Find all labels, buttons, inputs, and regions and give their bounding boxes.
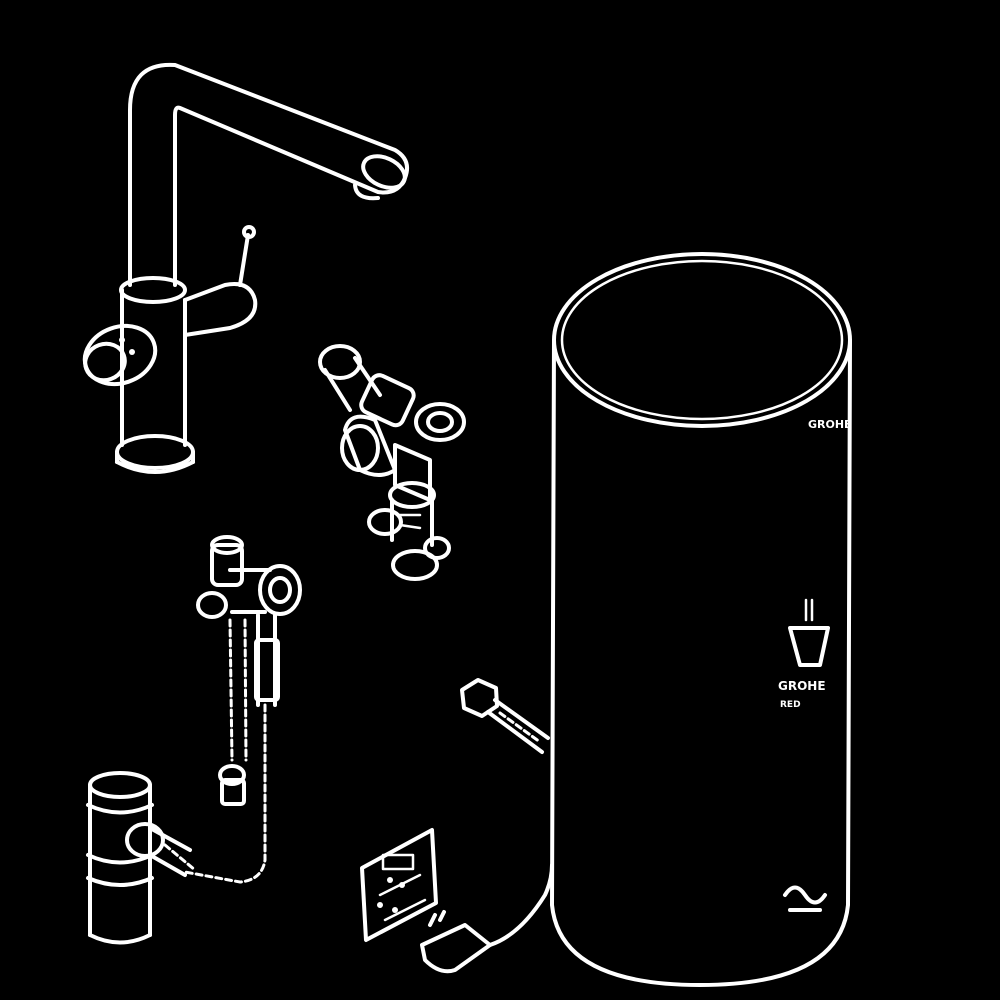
boiler-tank: GROHE GROHE RED <box>550 252 852 987</box>
power-plug <box>420 863 554 974</box>
drilling-template <box>360 828 438 942</box>
brand-text-top: GROHE <box>808 418 852 431</box>
badge-sub-text: RED <box>780 700 801 710</box>
t-valve-assembly <box>318 344 466 581</box>
logo-icon <box>783 885 827 912</box>
thermostatic-mixing-valve <box>183 535 302 884</box>
cup-icon <box>788 598 830 667</box>
kitchen-faucet <box>82 62 409 474</box>
waste-trap <box>86 771 197 945</box>
inlet-hose <box>460 678 550 754</box>
brand-text-badge: GROHE <box>778 679 826 693</box>
